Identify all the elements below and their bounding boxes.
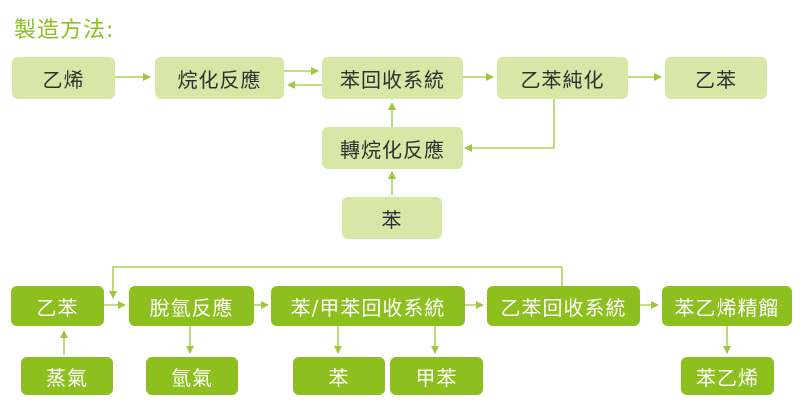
node-benzene-recovery: 苯回收系統 — [322, 57, 463, 99]
node-ethylbenzene-recovery: 乙苯回收系統 — [487, 286, 640, 326]
node-alkylation: 烷化反應 — [155, 57, 284, 99]
node-benzene-toluene-recovery: 苯/甲苯回收系統 — [271, 286, 465, 326]
node-styrene-product: 苯乙烯 — [681, 357, 774, 395]
node-dehydrogenation: 脫氫反應 — [129, 286, 254, 326]
node-benzene-feed: 苯 — [342, 197, 442, 239]
node-ethylene: 乙烯 — [12, 57, 115, 99]
node-hydrogen: 氫氣 — [146, 357, 238, 395]
arrow-ethylbenzene-recycle — [109, 266, 563, 299]
arrow-purification-to-transalkylation — [464, 99, 555, 152]
node-ethylbenzene-product: 乙苯 — [665, 57, 767, 99]
page-title: 製造方法: — [14, 18, 115, 43]
node-benzene-product: 苯 — [293, 357, 385, 395]
node-ethylbenzene-purification: 乙苯純化 — [497, 57, 628, 99]
node-steam: 蒸氣 — [21, 357, 113, 395]
node-styrene-distillation: 苯乙烯精餾 — [662, 286, 792, 326]
node-transalkylation: 轉烷化反應 — [322, 127, 463, 169]
node-ethylbenzene-feed: 乙苯 — [11, 286, 104, 326]
node-toluene-product: 甲苯 — [390, 357, 483, 395]
